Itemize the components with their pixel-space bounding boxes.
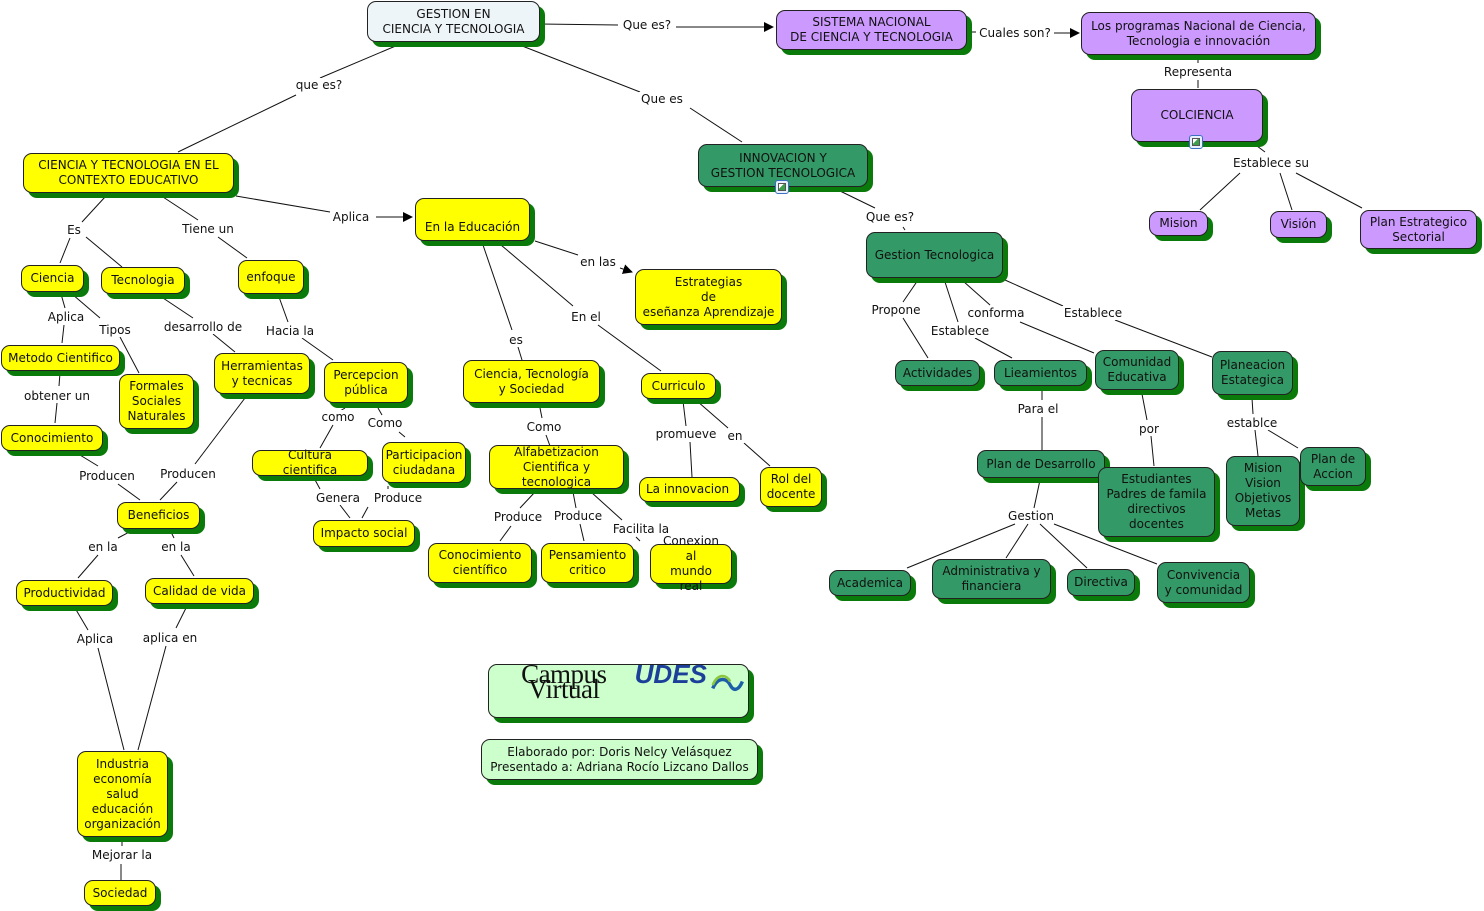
link-label: Es [65,223,83,237]
concept-directiva[interactable]: Directiva [1067,569,1135,596]
link-label: Que es? [863,210,917,224]
link-label: Tiene un [180,222,236,236]
credits-box: Elaborado por: Doris Nelcy Velásquez Pre… [481,739,758,780]
logo-text: Campus Virtual [521,659,607,704]
concept-herramientas-tecnicas[interactable]: Herramientas y tecnicas [214,353,310,394]
concept-alfabetizacion[interactable]: Alfabetizacion Cientifica y tecnologica [489,445,624,489]
link-label: Produce [371,491,425,505]
udes-wave-icon [711,674,744,691]
link-label: Producen [158,467,218,481]
concept-ciencia[interactable]: Ciencia [21,265,84,292]
link-label: Hacia la [263,324,317,338]
concept-plan-de-accion[interactable]: Plan de Accion [1300,447,1366,486]
concept-curriculo[interactable]: Curriculo [641,373,716,399]
concept-calidad-de-vida[interactable]: Calidad de vida [145,578,254,604]
campus-virtual-logo: Campus Virtual UDES [488,659,749,718]
root-concept-gestion-ciencia-tecnologia[interactable]: GESTION EN CIENCIA Y TECNOLOGIA [367,1,540,42]
concept-vision[interactable]: Visión [1270,211,1327,238]
concept-estrategias-ensenanza[interactable]: Estrategias de eseñanza Aprendizaje [635,269,782,325]
concept-ciencia-tecnologia-contexto[interactable]: CIENCIA Y TECNOLOGIA EN EL CONTEXTO EDUC… [23,153,234,193]
link-label: Que es? [620,18,674,32]
concept-administrativa-financiera[interactable]: Administrativa y financiera [932,559,1051,599]
concept-tecnologia[interactable]: Tecnologia [101,267,185,294]
link-label: Produce [491,510,545,524]
concept-lineamientos[interactable]: Lieamientos [994,360,1087,386]
concept-productividad[interactable]: Productividad [16,580,113,606]
link-label: Tipos [97,323,133,337]
concept-conocimiento[interactable]: Conocimiento [1,425,103,451]
logo-brand: UDES [634,659,707,689]
link-label: establce [1224,416,1280,430]
link-label: en la [86,540,120,554]
link-label: Aplica [74,632,116,646]
concept-colciencia[interactable]: COLCIENCIA [1131,89,1263,142]
link-label: Aplica [330,210,372,224]
link-label: Establece [1061,306,1125,320]
link-label: Aplica [45,310,87,324]
concept-formales-sociales-naturales[interactable]: Formales Sociales Naturales [119,374,194,429]
link-label: es [507,333,525,347]
concept-mision[interactable]: Mision [1149,211,1208,236]
link-label: Produce [551,509,605,523]
concept-en-la-educacion[interactable]: En la Educación [415,198,530,241]
link-label: que es? [293,78,345,92]
link-label: Genera [314,491,362,505]
concept-conocimiento-cientifico[interactable]: Conocimiento científico [428,543,532,583]
concept-impacto-social[interactable]: Impacto social [313,520,415,547]
concept-plan-estrategico-sectorial[interactable]: Plan Estrategico Sectorial [1360,210,1477,249]
link-label: desarrollo de [161,320,245,334]
link-label: Gestion [1006,509,1056,523]
concept-rol-del-docente[interactable]: Rol del docente [760,467,822,507]
link-label: Mejorar la [89,848,155,862]
concept-plan-de-desarrollo[interactable]: Plan de Desarrollo [977,450,1105,478]
link-label: por [1137,422,1161,436]
concept-beneficios[interactable]: Beneficios [117,502,200,529]
link-label: obtener un [22,389,92,403]
link-label: Facilita la [610,522,672,536]
concept-comunidad-educativa[interactable]: Comunidad Educativa [1095,350,1179,390]
concept-academica[interactable]: Academica [829,570,911,596]
link-label: en la [159,540,193,554]
link-label: Que es [639,92,685,106]
concept-mision-vision-objetivos-metas[interactable]: Mision Vision Objetivos Metas [1226,456,1300,526]
link-label: promueve [653,427,719,441]
concept-enfoque[interactable]: enfoque [238,260,304,294]
link-label: Como [524,420,564,434]
link-label: conforma [965,306,1027,320]
concept-percepcion-publica[interactable]: Percepcion pública [324,362,408,403]
link-label: Producen [77,469,137,483]
image-resource-icon[interactable] [775,180,789,194]
link-label: En el [569,310,603,324]
concept-cultura-cientifica[interactable]: Cultura cientifica [252,448,368,477]
concept-participacion-ciudadana[interactable]: Participacion ciudadana [382,442,466,483]
link-label: aplica en [140,631,200,645]
link-label: Como [365,416,405,430]
link-label: Propone [869,303,923,317]
concept-conexion-mundo-real[interactable]: Conexion al mundo real [650,534,732,593]
concept-convivencia-comunidad[interactable]: Convivencia y comunidad [1157,562,1250,603]
link-label: Establece su [1231,156,1311,170]
link-label: Representa [1161,65,1235,79]
concept-ciencia-tecnologia-sociedad[interactable]: Ciencia, Tecnología y Sociedad [463,360,600,403]
document-resource-icon[interactable] [1189,135,1203,149]
link-label: Para el [1015,402,1061,416]
link-label: Cuales son? [977,26,1053,40]
link-label: en las [578,255,618,269]
concept-estudiantes-padres[interactable]: Estudiantes Padres de famila directivos … [1098,467,1215,537]
concept-programas-nacional[interactable]: Los programas Nacional de Ciencia, Tecno… [1081,12,1316,55]
concept-metodo-cientifico[interactable]: Metodo Cientifico [1,345,120,371]
concept-planeacion-estrategica[interactable]: Planeacion Estategica [1212,351,1293,395]
concept-industria-economia[interactable]: Industria economía salud educación organ… [77,751,168,837]
concept-la-innovacion[interactable]: La innovacion [639,477,740,502]
concept-sistema-nacional[interactable]: SISTEMA NACIONAL DE CIENCIA Y TECNOLOGIA [776,10,967,50]
concept-actividades[interactable]: Actividades [895,360,980,386]
concept-gestion-tecnologica[interactable]: Gestion Tecnologica [866,232,1003,278]
concept-sociedad[interactable]: Sociedad [84,880,156,906]
concept-pensamiento-critico[interactable]: Pensamiento critico [541,543,634,583]
link-label: en [725,429,745,443]
link-label: como [319,410,357,424]
link-label: Establece [928,324,992,338]
